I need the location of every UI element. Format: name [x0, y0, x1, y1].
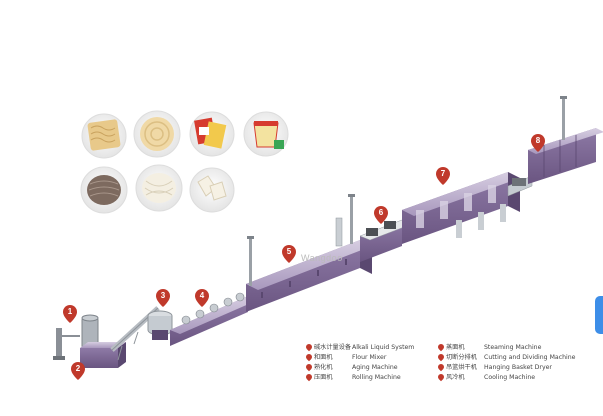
side-feedback-tab[interactable] [595, 296, 603, 334]
cooling-machine [528, 96, 603, 184]
product-thumbnails [80, 110, 289, 214]
fried-noodle-block-photo [81, 113, 127, 159]
noodle-pieces-photo [189, 167, 235, 213]
svg-text:2: 2 [76, 364, 81, 373]
round-noodle-cake-photo [133, 110, 181, 158]
pin-icon [304, 372, 314, 382]
svg-text:7: 7 [441, 169, 446, 178]
stage-markers: 1 2 3 4 5 6 7 8 [63, 134, 545, 380]
rolling-machine [170, 292, 258, 346]
cup-noodle-photo [243, 111, 289, 157]
pin-icon [304, 362, 314, 372]
dark-noodle-nest-photo [80, 166, 128, 214]
hanging-basket-dryer [402, 172, 520, 244]
svg-text:4: 4 [200, 291, 205, 300]
svg-text:3: 3 [161, 291, 166, 300]
alkali-liquid-system [53, 328, 80, 360]
watermark: Wangdoo [301, 253, 343, 263]
aging-machine [147, 310, 173, 340]
pin-icon [304, 352, 314, 362]
svg-text:6: 6 [379, 208, 384, 217]
transfer-conveyor [507, 175, 533, 197]
marker-2: 2 [71, 362, 85, 380]
marker-1: 1 [63, 305, 77, 323]
flour-mixer [80, 314, 126, 368]
pin-icon [436, 342, 446, 352]
pin-icon [436, 352, 446, 362]
white-noodle-nest-photo [135, 164, 183, 212]
svg-text:5: 5 [287, 247, 292, 256]
steaming-machine [246, 194, 372, 312]
marker-8: 8 [531, 134, 545, 152]
legend-item: 碱水计量设备Alkali Liquid System [304, 342, 414, 353]
pin-icon [304, 342, 314, 352]
noodle-packets-photo [189, 111, 235, 157]
marker-3: 3 [156, 289, 170, 307]
pin-icon [436, 372, 446, 382]
svg-text:8: 8 [536, 136, 541, 145]
marker-6: 6 [374, 206, 388, 224]
marker-4: 4 [195, 289, 209, 307]
marker-7: 7 [436, 167, 450, 185]
marker-5: 5 [282, 245, 296, 263]
pin-icon [436, 362, 446, 372]
svg-text:1: 1 [68, 307, 73, 316]
